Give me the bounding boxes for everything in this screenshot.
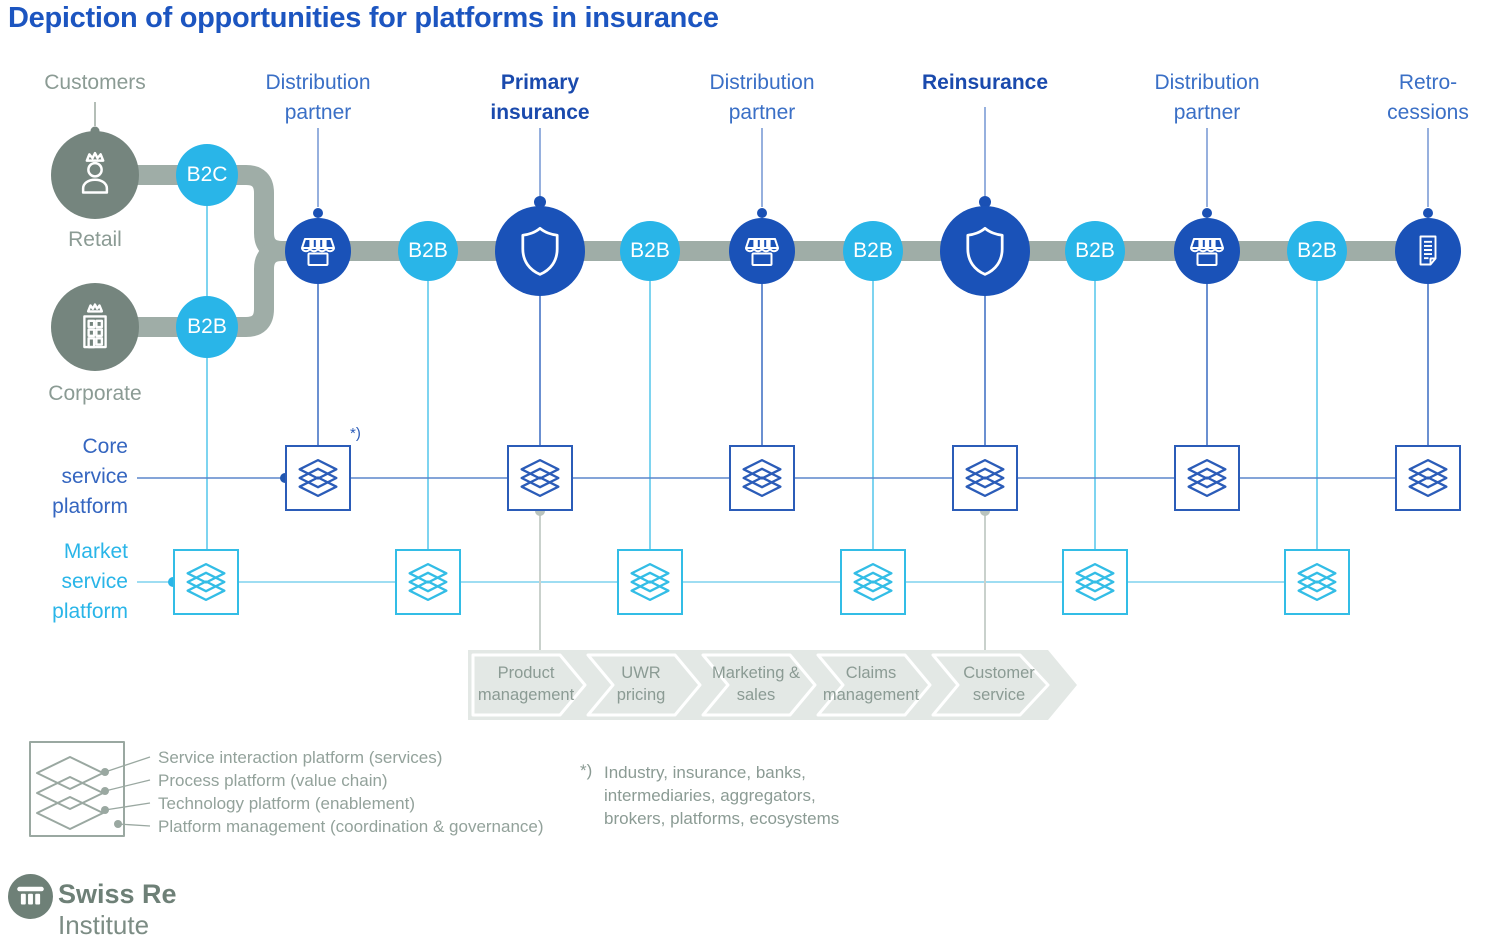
column-header-distribution-partner-2: Distribution partner	[709, 71, 815, 124]
swissre-logo	[8, 874, 53, 919]
primary-insurance-node	[495, 206, 585, 296]
core-platform-icon-6	[1395, 445, 1461, 511]
core-platform-icon-3	[729, 445, 795, 511]
market-platform-icon-4	[840, 549, 906, 615]
core-platform-icon-5	[1174, 445, 1240, 511]
storefront-icon	[1183, 227, 1231, 275]
storefront-icon	[738, 227, 786, 275]
swissre-institute: Institute	[58, 910, 150, 940]
core-platform-icon-2	[507, 445, 573, 511]
value-chain-step-5: Customer service	[963, 664, 1035, 704]
column-header-distribution-partner-3: Distribution partner	[1154, 71, 1260, 124]
retail-avatar	[51, 131, 139, 219]
storefront-icon	[294, 227, 342, 275]
b2b-badge-chain-5: B2B	[1287, 221, 1347, 281]
corporate-avatar	[51, 283, 139, 371]
b2b-badge-chain-2: B2B	[620, 221, 680, 281]
layers-icon	[844, 553, 902, 611]
b2b-badge-chain-3: B2B	[843, 221, 903, 281]
b2c-badge: B2C	[176, 144, 238, 206]
shield-icon	[507, 218, 573, 284]
page-title: Depiction of opportunities for platforms…	[8, 2, 719, 34]
column-header-retrocessions: Retro- cessions	[1387, 71, 1469, 124]
building-crown-icon	[65, 297, 125, 357]
value-chain-step-2: UWR pricing	[616, 664, 666, 704]
distribution-partner-node-3	[1174, 218, 1240, 284]
value-chain-step-1: Product management	[477, 664, 575, 704]
market-platform-icon-3	[617, 549, 683, 615]
layers-icon	[1399, 449, 1457, 507]
legend-item-technology: Technology platform (enablement)	[158, 794, 416, 813]
distribution-partner-node-1	[285, 218, 351, 284]
layers-icon	[289, 449, 347, 507]
layers-icon	[1178, 449, 1236, 507]
swissre-brand: Swiss Re	[58, 879, 177, 909]
layers-icon	[511, 449, 569, 507]
document-icon	[1404, 227, 1452, 275]
footnote-marker: *)	[580, 761, 593, 780]
layers-icon	[399, 553, 457, 611]
reinsurance-node	[940, 206, 1030, 296]
core-platform-icon-4	[952, 445, 1018, 511]
layers-icon	[1066, 553, 1124, 611]
market-platform-icon-5	[1062, 549, 1128, 615]
core-platform-label: Core service platform	[52, 435, 128, 518]
legend-item-service-interaction: Service interaction platform (services)	[158, 748, 443, 767]
column-header-customers: Customers	[44, 71, 146, 94]
corporate-label: Corporate	[48, 382, 142, 405]
b2b-badge-corporate: B2B	[176, 296, 238, 358]
distribution-partner-node-2	[729, 218, 795, 284]
retail-label: Retail	[68, 228, 122, 251]
market-platform-icon-6	[1284, 549, 1350, 615]
core-platform-icon-1	[285, 445, 351, 511]
footnote-text: Industry, insurance, banks, intermediari…	[604, 763, 840, 828]
market-platform-icon-1	[173, 549, 239, 615]
value-chain-step-3: Marketing & sales	[711, 664, 801, 704]
person-crown-icon	[65, 145, 125, 205]
b2b-badge-chain-4: B2B	[1065, 221, 1125, 281]
column-header-distribution-partner-1: Distribution partner	[265, 71, 371, 124]
footnote-marker-annotation: *)	[350, 425, 361, 442]
retrocessions-node	[1395, 218, 1461, 284]
b2b-badge-chain-1: B2B	[398, 221, 458, 281]
column-header-reinsurance: Reinsurance	[921, 71, 1049, 94]
legend-item-process: Process platform (value chain)	[158, 771, 388, 790]
layers-icon	[733, 449, 791, 507]
market-platform-icon-2	[395, 549, 461, 615]
layers-icon	[1288, 553, 1346, 611]
layers-icon	[177, 553, 235, 611]
column-header-primary-insurance: Primary insurance	[490, 71, 590, 124]
legend-item-platform-management: Platform management (coordination & gove…	[158, 817, 544, 836]
value-chain-step-4: Claims management	[822, 664, 920, 704]
layers-icon	[621, 553, 679, 611]
temple-icon	[8, 874, 53, 919]
market-platform-label: Market service platform	[52, 540, 128, 623]
shield-icon	[952, 218, 1018, 284]
layers-icon	[956, 449, 1014, 507]
